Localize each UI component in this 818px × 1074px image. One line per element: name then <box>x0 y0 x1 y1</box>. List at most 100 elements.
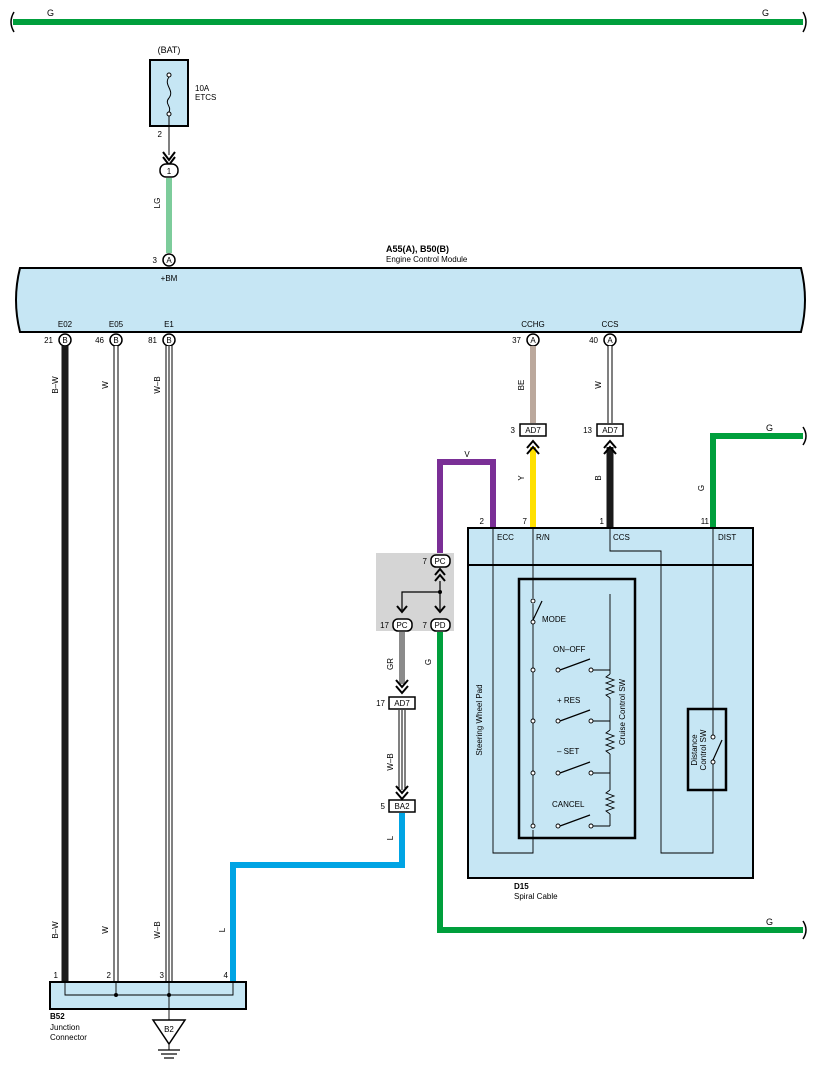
svg-text:G: G <box>766 917 773 927</box>
svg-text:CCHG: CCHG <box>521 320 545 329</box>
fuse-name: ETCS <box>195 93 216 102</box>
spiral-ecc-label: ECC <box>497 533 514 542</box>
fuse-pin: 2 <box>158 130 163 139</box>
wire-v: V <box>437 450 496 555</box>
wire-b-w: B–W B–W <box>51 346 69 982</box>
fuse-icon <box>166 76 172 113</box>
svg-text:3: 3 <box>511 426 516 435</box>
ecm-terminal-e05: E05 B 46 <box>95 320 124 347</box>
spiral-name: Spiral Cable <box>514 892 558 901</box>
svg-text:2: 2 <box>480 517 485 526</box>
connector-ba2: BA2 5 <box>381 799 416 813</box>
top-bus-label-left: G <box>47 8 54 18</box>
svg-text:CCS: CCS <box>602 320 619 329</box>
junction-connector-b52: 1 2 3 4 B52 Junction Connector B2 <box>49 971 247 1059</box>
ecm-bm-pin: 3 <box>153 256 158 265</box>
svg-text:W: W <box>101 381 110 389</box>
switch-cancel-label: CANCEL <box>552 800 585 809</box>
svg-text:2: 2 <box>107 971 112 980</box>
svg-text:B: B <box>166 336 171 345</box>
svg-text:AD7: AD7 <box>394 699 410 708</box>
svg-text:G: G <box>424 659 433 665</box>
wire-be: BE <box>517 346 536 423</box>
connector-ad7-3: AD7 3 <box>511 423 547 437</box>
svg-text:Y: Y <box>517 475 526 481</box>
svg-text:GR: GR <box>386 658 395 670</box>
svg-text:1: 1 <box>54 971 59 980</box>
top-ground-bus: G G <box>10 8 807 33</box>
svg-text:37: 37 <box>512 336 521 345</box>
spiral-rn-label: R/N <box>536 533 550 542</box>
svg-text:PD: PD <box>434 621 445 630</box>
svg-text:PC: PC <box>434 557 445 566</box>
svg-text:B: B <box>62 336 67 345</box>
connector-ad7-13: AD7 13 <box>583 423 624 437</box>
svg-text:11: 11 <box>701 517 710 526</box>
switch-on-off-label: ON–OFF <box>553 645 586 654</box>
svg-text:B–W: B–W <box>51 376 60 394</box>
svg-text:B–W: B–W <box>51 921 60 939</box>
fuse-rating: 10A <box>195 84 210 93</box>
ecm-name: Engine Control Module <box>386 255 468 264</box>
ground-label: B2 <box>164 1025 174 1034</box>
svg-text:B: B <box>594 475 603 480</box>
connector-arrow-icon <box>162 151 176 162</box>
svg-text:E1: E1 <box>164 320 174 329</box>
cruise-control-label: Cruise Control SW <box>618 678 627 745</box>
svg-text:E05: E05 <box>109 320 124 329</box>
svg-text:7: 7 <box>423 621 428 630</box>
ecm-bm-conn: A <box>166 256 172 265</box>
wire-gr: GR <box>386 632 409 695</box>
svg-text:A: A <box>530 336 536 345</box>
svg-text:81: 81 <box>148 336 157 345</box>
svg-text:7: 7 <box>423 557 428 566</box>
svg-text:B: B <box>113 336 118 345</box>
svg-text:W: W <box>101 926 110 934</box>
wire-w-ccs: W <box>594 346 613 423</box>
svg-text:21: 21 <box>44 336 53 345</box>
spiral-dist-label: DIST <box>718 533 736 542</box>
fuse-connector-1: 1 <box>159 163 179 178</box>
junction-name-2: Connector <box>50 1033 87 1042</box>
wire-y: Y <box>517 439 540 528</box>
wire-w-b-ba2: W–B <box>386 710 409 801</box>
junction-code: B52 <box>50 1012 65 1021</box>
svg-text:A: A <box>607 336 613 345</box>
svg-text:V: V <box>464 450 470 459</box>
connector-ad7-17: AD7 17 <box>376 696 416 710</box>
svg-text:AD7: AD7 <box>602 426 618 435</box>
svg-text:13: 13 <box>583 426 592 435</box>
fuse-connector-pin: 1 <box>167 167 172 176</box>
svg-text:W–B: W–B <box>386 753 395 770</box>
svg-text:17: 17 <box>376 699 385 708</box>
switch-mode-label: MODE <box>542 615 566 624</box>
svg-text:PC: PC <box>396 621 407 630</box>
ecm-codes: A55(A), B50(B) <box>386 244 449 254</box>
svg-text:W–B: W–B <box>153 921 162 938</box>
svg-text:AD7: AD7 <box>525 426 541 435</box>
fuse-10a-etcs: (BAT) 10A ETCS 2 <box>149 45 216 167</box>
wire-b: B <box>594 439 617 528</box>
spiral-ccs-label: CCS <box>613 533 630 542</box>
distance-control-label-1: Distance <box>690 734 699 766</box>
svg-text:BE: BE <box>517 380 526 391</box>
svg-text:BA2: BA2 <box>394 802 410 811</box>
splice-box: PC 7 PC 17 PD 7 <box>376 553 454 632</box>
top-bus-label-right: G <box>762 8 769 18</box>
ground-icon <box>151 1019 187 1046</box>
spiral-code: D15 <box>514 882 529 891</box>
svg-text:1: 1 <box>600 517 605 526</box>
svg-text:5: 5 <box>381 802 386 811</box>
svg-text:17: 17 <box>380 621 389 630</box>
switch-set-label: – SET <box>557 747 579 756</box>
wire-w-b-e1: W–B W–B <box>153 346 173 982</box>
svg-text:E02: E02 <box>58 320 73 329</box>
svg-text:46: 46 <box>95 336 104 345</box>
wire-lg: LG <box>153 178 172 253</box>
svg-text:7: 7 <box>523 517 528 526</box>
fuse-supply-label: (BAT) <box>158 45 181 55</box>
svg-text:W: W <box>594 381 603 389</box>
svg-text:40: 40 <box>589 336 598 345</box>
wire-lg-label: LG <box>153 198 162 209</box>
